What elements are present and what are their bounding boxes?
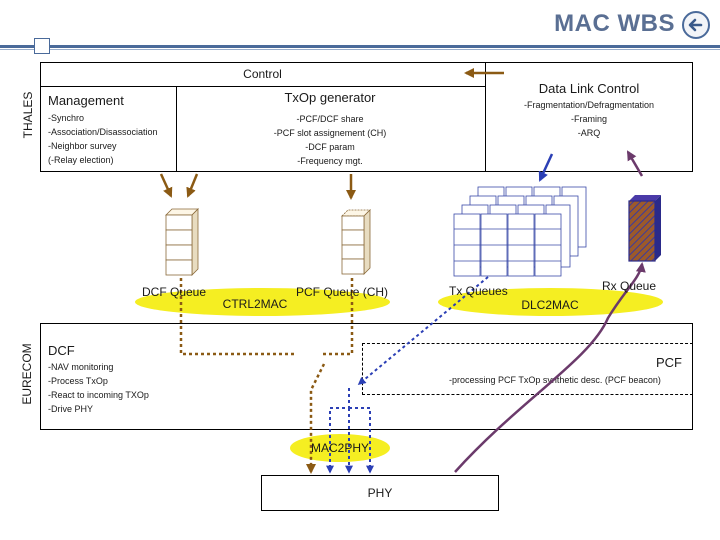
eurecom-block [40, 323, 693, 430]
header-rule [0, 45, 720, 48]
rx-to-dlc-arrow [626, 150, 644, 177]
thales-block [40, 62, 486, 172]
dcf-to-phy-arrow [306, 363, 326, 474]
rx-queue-icon [628, 195, 661, 262]
txop-item: -PCF/DCF share [296, 114, 364, 124]
management-list: -Synchro -Association/Disassociation -Ne… [48, 111, 158, 167]
txop-list: -PCF/DCF share -PCF slot assignement (CH… [200, 112, 460, 168]
dcf-item: -Process TxOp [48, 376, 108, 386]
corner-marker [34, 38, 50, 54]
control-label: Control [243, 67, 282, 81]
dlc-block [485, 62, 693, 172]
mac2phy-label: MAC2PHY [310, 441, 369, 455]
phy-block [261, 475, 499, 511]
header-rule-thin [0, 49, 720, 50]
dlc-item: -Fragmentation/Defragmentation [523, 100, 655, 110]
management-item: -Neighbor survey [48, 141, 117, 151]
dlc-item: -Framing [570, 114, 607, 124]
management-divider [176, 86, 177, 172]
management-item: -Association/Disassociation [48, 127, 158, 137]
page-title: MAC WBS [554, 10, 675, 37]
dlc-item: -ARQ [577, 128, 601, 138]
ctrl2mac-label: CTRL2MAC [222, 297, 288, 311]
dcf-list: -NAV monitoring -Process TxOp -React to … [48, 360, 149, 416]
pcf-to-phy-arrow-3 [349, 407, 374, 474]
management-item: -Synchro [48, 113, 85, 123]
left-arrow-circle-icon[interactable] [682, 11, 710, 39]
tx-queues-icon [453, 186, 587, 277]
dlc-list: -Fragmentation/Defragmentation -Framing … [485, 98, 693, 140]
tx-to-pcf-path [357, 276, 489, 386]
rx-queue-label: Rx Queue [602, 279, 657, 293]
dcf-queue-path [179, 278, 296, 356]
mac2phy-interface [290, 434, 390, 462]
dcf-item: -React to incoming TXOp [48, 390, 149, 400]
txop-item: -PCF slot assignement (CH) [273, 128, 387, 138]
dcf-queue-icon [165, 208, 199, 276]
management-title: Management [48, 93, 124, 108]
dcf-item: -Drive PHY [48, 404, 94, 414]
control-divider [40, 86, 486, 87]
management-item: (-Relay election) [48, 155, 114, 165]
txop-title: TxOp generator [284, 90, 376, 105]
txop-to-dcf-arrow [186, 173, 199, 198]
dcf-title: DCF [48, 343, 75, 358]
ctrl2mac-interface [135, 288, 390, 316]
pcf-region [362, 343, 693, 395]
pcf-queue-label: PCF Queue (CH) [296, 285, 389, 299]
dlc2mac-label: DLC2MAC [521, 298, 579, 312]
dlc-title: Data Link Control [538, 81, 640, 96]
phy-label: PHY [367, 486, 393, 500]
mgmt-to-dcf-arrow [159, 173, 173, 198]
txop-item: -DCF param [305, 142, 355, 152]
dcf-queue-label: DCF Queue [142, 285, 207, 299]
pcf-title: PCF [656, 355, 682, 370]
phy-to-rx-curve [454, 262, 646, 473]
pcf-queue-icon [341, 209, 371, 275]
dlc-to-tx-arrow [538, 153, 554, 182]
txop-item: -Frequency mgt. [297, 156, 363, 166]
tx-queues-label: Tx Queues [449, 284, 508, 298]
dcf-item: -NAV monitoring [48, 362, 114, 372]
pcf-to-phy-arrow-1 [326, 388, 350, 474]
pcf-queue-path [322, 278, 354, 356]
